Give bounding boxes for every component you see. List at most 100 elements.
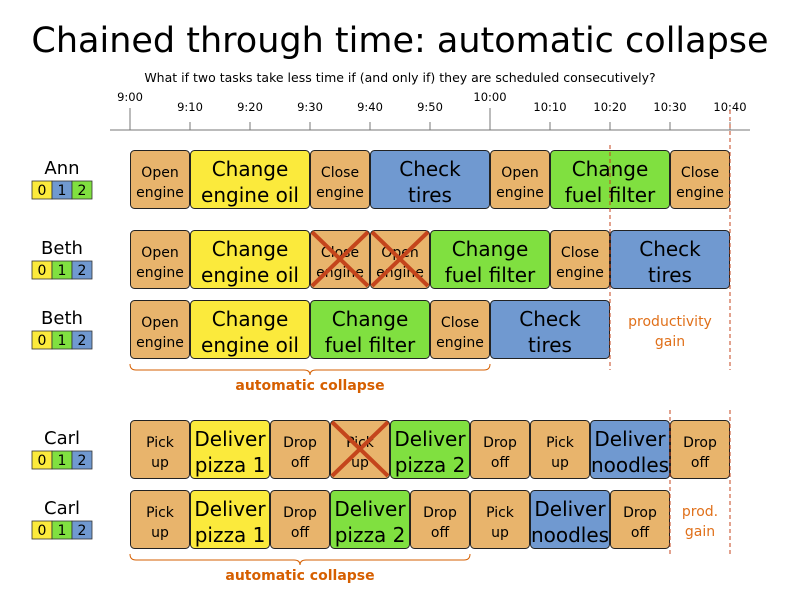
task-label: engine oil	[201, 263, 299, 287]
task-block	[190, 300, 310, 359]
tick-label: 10:10	[533, 100, 566, 114]
task-label: up	[491, 525, 509, 541]
task-block	[130, 150, 190, 209]
task-label: engine	[136, 335, 184, 351]
legend-number: 2	[78, 523, 87, 539]
person-name: Carl	[44, 498, 80, 519]
task-label: Pick	[546, 435, 575, 451]
task-label: engine	[556, 265, 604, 281]
tick-label: 9:40	[357, 100, 383, 114]
task-label: Check	[639, 237, 701, 261]
task-label: engine	[136, 265, 184, 281]
legend-number: 1	[58, 333, 67, 349]
collapse-label: automatic collapse	[225, 568, 374, 584]
task-label: up	[151, 525, 169, 541]
task-label: off	[691, 455, 710, 471]
tick-label: 10:40	[713, 100, 746, 114]
tick-label: 9:00	[117, 90, 143, 104]
task-label: Deliver	[194, 427, 266, 451]
task-block	[130, 300, 190, 359]
task-block	[670, 150, 730, 209]
task-label: Change	[452, 237, 529, 261]
task-block	[610, 490, 670, 549]
legend-swatch	[71, 180, 93, 200]
collapse-brace	[129, 553, 471, 566]
task-label: Drop	[283, 505, 317, 521]
task-label: Drop	[483, 435, 517, 451]
legend-swatch	[71, 330, 93, 350]
task-block	[530, 490, 610, 549]
task-label: Drop	[683, 435, 717, 451]
task-block	[330, 490, 410, 549]
task-label: engine	[496, 185, 544, 201]
task-label: noodles	[531, 523, 609, 547]
tick-label: 9:30	[297, 100, 323, 114]
tick-label: 10:20	[593, 100, 626, 114]
legend-number: 0	[38, 453, 47, 469]
legend-number: 0	[38, 263, 47, 279]
task-label: Deliver	[334, 497, 406, 521]
page-title: Chained through time: automatic collapse	[31, 21, 768, 61]
task-block	[490, 150, 550, 209]
tick-label: 10:00	[473, 90, 506, 104]
task-label: Change	[212, 237, 289, 261]
legend-number: 2	[78, 333, 87, 349]
task-label: Drop	[623, 505, 657, 521]
task-block	[410, 490, 470, 549]
task-label: off	[631, 525, 650, 541]
task-block	[130, 230, 190, 289]
task-label: up	[151, 455, 169, 471]
task-block	[310, 300, 430, 359]
task-block	[430, 230, 550, 289]
task-label: Check	[399, 157, 461, 181]
task-block	[470, 420, 530, 479]
task-block	[130, 490, 190, 549]
task-block	[470, 490, 530, 549]
task-label: tires	[528, 333, 572, 357]
task-label: Drop	[283, 435, 317, 451]
task-label: Drop	[423, 505, 457, 521]
legend-number: 0	[38, 523, 47, 539]
task-label: Close	[441, 315, 479, 331]
legend-number: 2	[78, 453, 87, 469]
task-label: productivity	[628, 314, 712, 330]
task-label: engine oil	[201, 183, 299, 207]
tick-label: 9:50	[417, 100, 443, 114]
cross-line	[370, 230, 430, 288]
task-block	[430, 300, 490, 359]
task-label: engine oil	[201, 333, 299, 357]
task-label: fuel filter	[445, 263, 536, 287]
legend-number: 0	[38, 183, 47, 199]
task-block	[190, 420, 270, 479]
person-name: Ann	[44, 158, 79, 179]
task-block	[310, 150, 370, 209]
legend-number: 0	[38, 333, 47, 349]
task-block	[270, 420, 330, 479]
task-label: Change	[212, 157, 289, 181]
task-label: pizza 1	[195, 523, 266, 547]
legend-number: 1	[58, 453, 67, 469]
task-block	[190, 490, 270, 549]
legend-number: 1	[58, 523, 67, 539]
cross-line	[330, 420, 390, 478]
task-label: Deliver	[594, 427, 666, 451]
task-label: engine	[136, 185, 184, 201]
task-label: Deliver	[394, 427, 466, 451]
task-label: Open	[141, 245, 178, 261]
task-label: Deliver	[194, 497, 266, 521]
task-label: pizza 2	[335, 523, 406, 547]
task-label: off	[431, 525, 450, 541]
tick-label: 9:20	[237, 100, 263, 114]
task-label: Deliver	[534, 497, 606, 521]
task-block	[130, 420, 190, 479]
tick-label: 9:10	[177, 100, 203, 114]
task-label: Close	[681, 165, 719, 181]
task-block	[530, 420, 590, 479]
task-label: Change	[332, 307, 409, 331]
cross-line	[310, 230, 370, 288]
